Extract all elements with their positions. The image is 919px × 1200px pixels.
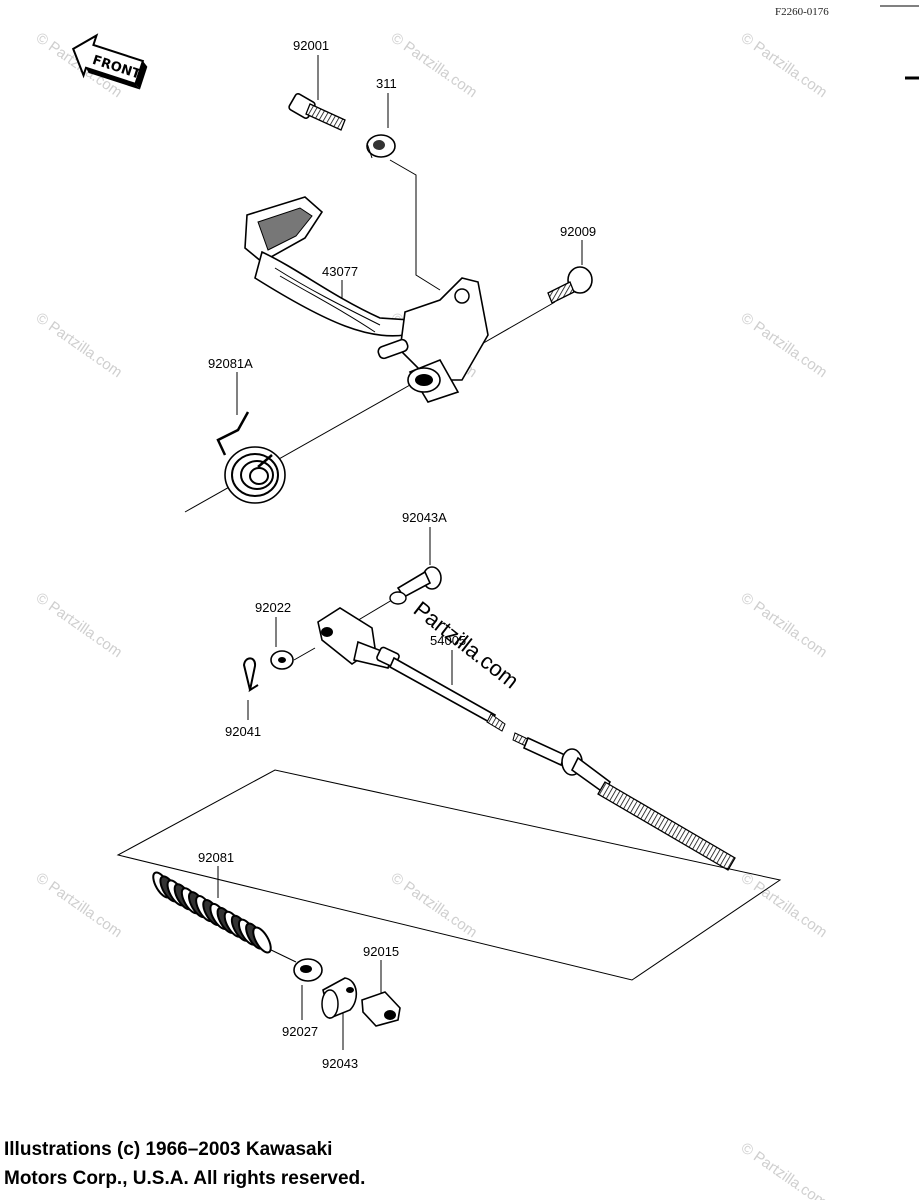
torsion-spring-92081A (216, 411, 286, 504)
watermark: © Partzilla.com (738, 1139, 831, 1200)
pin-92043A (389, 566, 442, 605)
coil-spring-92081 (152, 871, 272, 954)
watermark: © Partzilla.com (33, 589, 126, 661)
watermark: © Partzilla.com (738, 589, 831, 661)
label-92081A: 92081A (208, 356, 253, 371)
watermark: © Partzilla.com (738, 309, 831, 381)
spring-coil (252, 926, 272, 954)
watermark: © Partzilla.com (738, 29, 831, 101)
brake-rod-54005 (317, 607, 736, 871)
dash-line-bolt (389, 159, 441, 291)
axis-pedal-shaft (184, 384, 411, 513)
assembly-outline (116, 769, 782, 981)
label-92027: 92027 (282, 1024, 318, 1039)
label-54005: 54005 (430, 633, 466, 648)
label-92009: 92009 (560, 224, 596, 239)
label-92001: 92001 (293, 38, 329, 53)
label-43077: 43077 (322, 264, 358, 279)
label-92022: 92022 (255, 600, 291, 615)
nut-92015 (361, 991, 401, 1027)
watermark: © Partzilla.com (738, 869, 831, 941)
axis-washer (293, 647, 316, 661)
bolt-92001 (288, 93, 346, 131)
copyright-line-1: Illustrations (c) 1966–2003 Kawasaki (4, 1139, 333, 1160)
nut-311 (366, 134, 396, 159)
brake-pedal-43077 (244, 196, 489, 403)
copyright-notice: Illustrations (c) 1966–2003 Kawasaki Mot… (4, 1135, 365, 1193)
pin-92043 (321, 977, 358, 1020)
axis-92009 (479, 301, 556, 346)
cotter-pin-92041 (242, 657, 259, 693)
watermark: © Partzilla.com (33, 309, 126, 381)
diagram-code: F2260-0176 (775, 6, 829, 18)
axis-spring (266, 947, 297, 963)
label-311: 311 (376, 76, 397, 91)
label-92015: 92015 (363, 944, 399, 959)
bolt-92009 (547, 266, 593, 304)
label-92081: 92081 (198, 850, 234, 865)
label-92043: 92043 (322, 1056, 358, 1071)
watermark: © Partzilla.com (33, 869, 126, 941)
washer-92027 (293, 958, 323, 982)
label-92043A: 92043A (402, 510, 447, 525)
copyright-line-2: Motors Corp., U.S.A. All rights reserved… (4, 1168, 366, 1189)
watermark: © Partzilla.com (388, 29, 481, 101)
watermark: © Partzilla.com (388, 869, 481, 941)
washer-92022 (270, 650, 294, 670)
label-92041: 92041 (225, 724, 261, 739)
